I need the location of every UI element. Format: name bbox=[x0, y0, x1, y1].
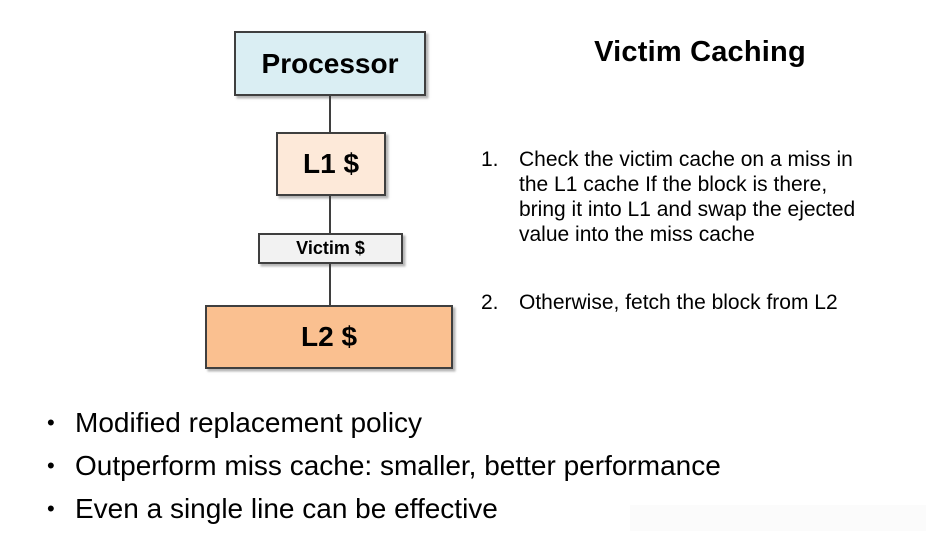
node-label: Victim $ bbox=[296, 238, 365, 258]
step-number: 1. bbox=[481, 148, 499, 171]
bullet-text: Modified replacement policy bbox=[75, 407, 423, 438]
page-title: Victim Caching bbox=[594, 36, 806, 68]
diagram-node-processor: Processor bbox=[234, 31, 426, 96]
step-text: Check the victim cache on a miss in the … bbox=[519, 148, 856, 246]
connector-line bbox=[329, 196, 331, 233]
node-label: L2 $ bbox=[300, 321, 358, 352]
step-text: Otherwise, fetch the block from L2 bbox=[519, 291, 838, 314]
list-item: • Outperform miss cache: smaller, better… bbox=[47, 450, 897, 481]
node-label: L1 $ bbox=[302, 148, 360, 179]
list-item: • Modified replacement policy bbox=[47, 407, 897, 438]
bullet-icon: • bbox=[47, 410, 55, 435]
list-item: • Even a single line can be effective bbox=[47, 493, 897, 524]
bullet-icon: • bbox=[47, 496, 55, 521]
diagram-node-l1-cache: L1 $ bbox=[276, 132, 386, 196]
connector-line bbox=[329, 96, 331, 132]
bullet-icon: • bbox=[47, 453, 55, 478]
step-number: 2. bbox=[481, 291, 499, 314]
connector-line bbox=[329, 264, 331, 305]
scan-artifact-strip bbox=[630, 505, 926, 531]
diagram-node-victim-cache: Victim $ bbox=[258, 233, 403, 264]
diagram-node-l2-cache: L2 $ bbox=[205, 305, 453, 369]
bullet-text: Even a single line can be effective bbox=[75, 493, 498, 524]
bullet-text: Outperform miss cache: smaller, better p… bbox=[75, 450, 721, 481]
bullet-list: • Modified replacement policy • Outperfo… bbox=[47, 407, 897, 536]
node-label: Processor bbox=[261, 47, 399, 79]
numbered-step: 1. Check the victim cache on a miss in t… bbox=[481, 147, 919, 247]
numbered-step: 2. Otherwise, fetch the block from L2 bbox=[481, 290, 919, 315]
